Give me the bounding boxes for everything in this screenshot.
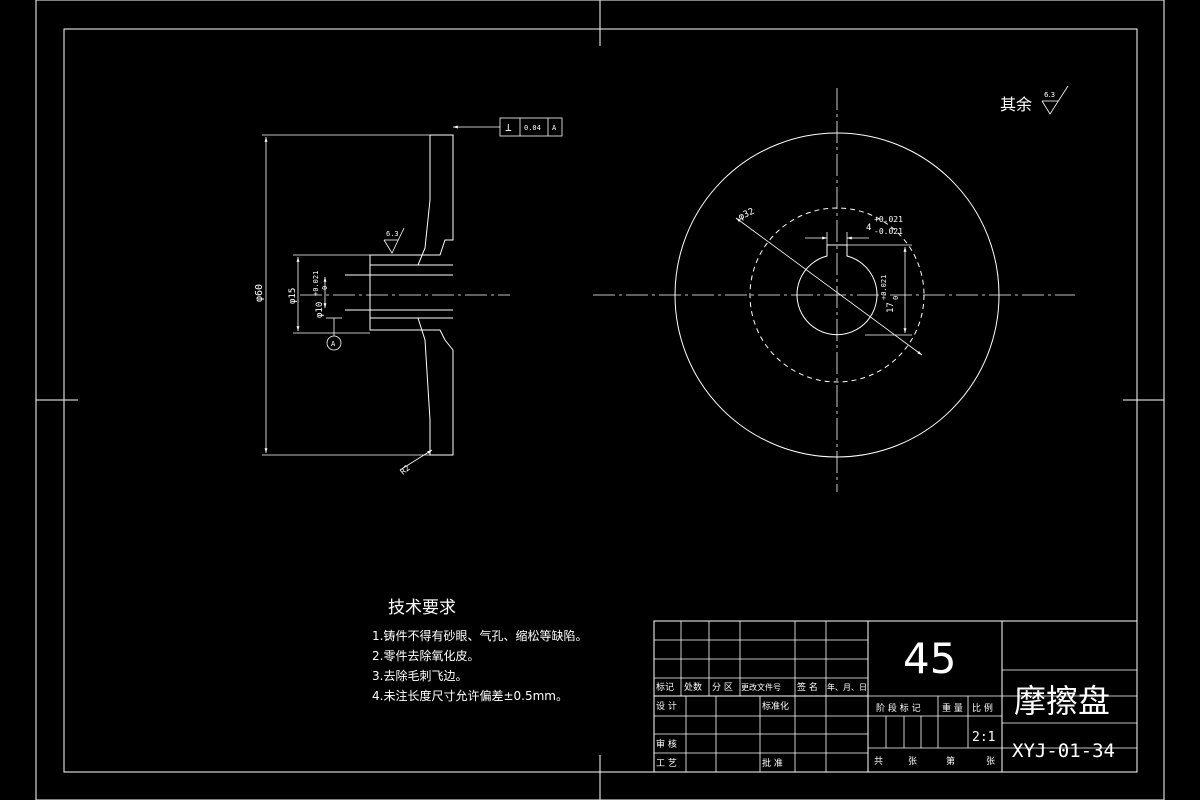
label-standardize: 标准化 [762,700,789,712]
dim-key-depth: 17 [886,302,896,313]
label-sign: 签 名 [797,681,818,693]
dim-key-width: 4 [866,223,871,233]
rest-roughness-note: 其余 6.3 [1000,85,1069,115]
label-count: 处数 [684,681,702,693]
front-view: φ32 4 +0.021 -0.021 17 +0.021 0 [593,88,1075,492]
dim-key-depth-tol-upper: +0.021 [880,275,888,300]
dim-bore: φ10 [315,302,325,318]
label-sheet-no: 第 [946,755,955,767]
perpendicularity-symbol: ⊥ [505,121,512,134]
section-view: φ60 φ15 φ10 +0.021 0 A 6.3 ⊥ 0.04 A R2 [254,117,563,477]
label-mark: 标记 [656,681,674,693]
face-roughness-value: 6.3 [386,230,399,238]
label-stage-mark: 阶 段 标 记 [876,702,921,714]
tech-requirements: 技术要求 1.铸件不得有砂眼、气孔、缩松等缺陷。 2.零件去除氧化皮。 3.去除… [372,598,587,703]
rest-roughness-value: 6.3 [1044,91,1055,99]
dim-bore-tol: +0.021 [312,271,320,296]
tolerance-value: 0.04 [524,124,541,132]
scale-value: 2:1 [972,730,995,745]
tech-item-2: 2.零件去除氧化皮。 [372,648,479,663]
sheet-frame [35,0,1165,800]
tech-item-4: 4.未注长度尺寸允许偏差±0.5mm。 [372,688,568,703]
part-name: 摩擦盘 [1014,682,1110,720]
flange-lower-section [369,317,454,456]
dim-chamfer: R2 [399,463,412,476]
tolerance-datum: A [552,124,557,132]
tech-item-1: 1.铸件不得有砂眼、气孔、缩松等缺陷。 [372,628,587,643]
material: 45 [903,634,956,683]
rest-roughness-label: 其余 [1000,95,1032,114]
tech-requirements-title: 技术要求 [388,598,456,618]
label-date: 年、月、日 [827,682,867,692]
label-process: 工 艺 [656,758,677,769]
dim-bore-tol-lower: 0 [321,286,329,290]
label-total: 共 [874,756,883,767]
flange-upper-section [369,134,454,266]
outer-circle [674,132,1000,458]
dim-key-depth-tol-lower: 0 [892,296,900,300]
tech-item-3: 3.去除毛刺飞边。 [372,668,467,683]
dim-key-width-tol-lower: -0.021 [874,227,903,236]
dim-hub-diameter: φ15 [288,288,298,304]
drawing-number: XYJ-01-34 [1012,740,1115,762]
title-block: 标记 处数 分 区 更改文件号 签 名 年、月、日 设 计 标准化 审 核 工 … [653,620,1138,773]
label-change-doc: 更改文件号 [741,682,781,692]
label-review: 审 核 [656,738,677,750]
datum-label: A [331,340,336,348]
dim-key-width-tol-upper: +0.021 [874,215,903,224]
label-approve: 批 准 [762,757,783,769]
dim-front-diameter: φ32 [737,207,756,223]
label-zone: 分 区 [712,682,733,693]
label-scale: 比 例 [972,702,993,714]
dim-outer-diameter: φ60 [254,284,265,302]
label-sheet-unit: 张 [986,756,995,767]
label-sheets: 张 [908,756,917,767]
label-design: 设 计 [656,700,677,712]
label-weight: 重 量 [942,702,963,714]
